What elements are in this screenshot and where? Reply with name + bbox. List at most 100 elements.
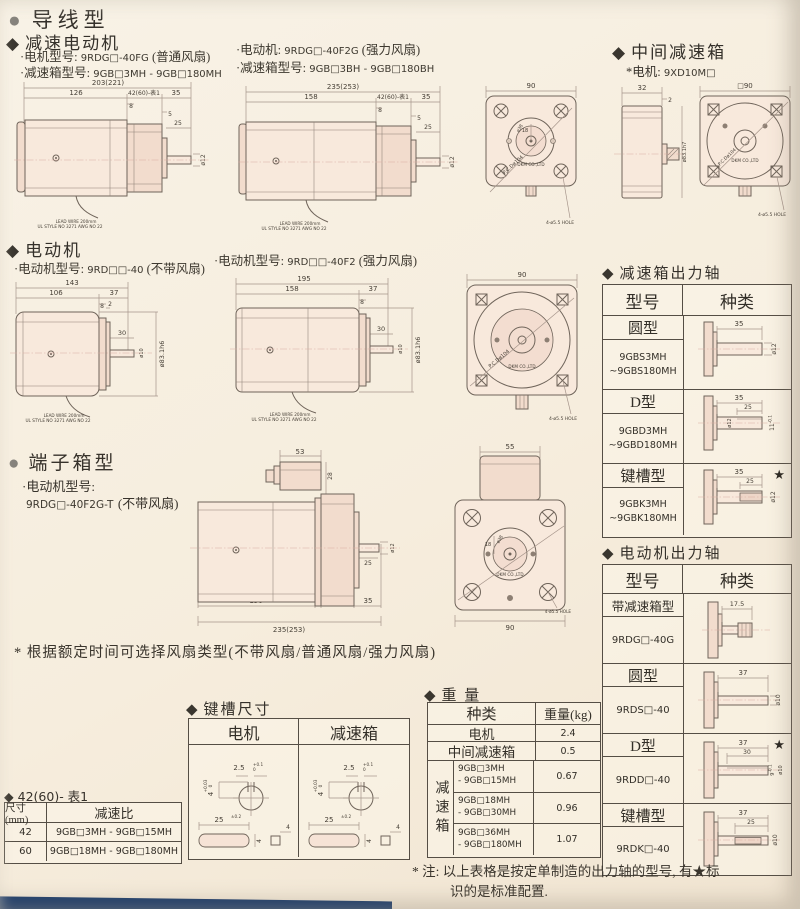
dim-key-width-tol-low: 0 [253,767,256,772]
model-from: 9GBK3MH [619,499,667,511]
gearmotor-model-line1: ·电机型号: 9RDG□-40FG (普通风扇) [20,46,210,65]
motor-face [466,284,578,410]
dim-key-width-tol-up: +0.1 [363,762,374,767]
intermediate-gearbox-title-text: 中间减速箱 [631,43,727,62]
weight-value: 0.67 [556,770,578,782]
diamond-bullet-icon: ◆ [602,266,616,282]
dim-5: 5 [417,115,421,122]
dim-key-width-tol-up: +0.1 [253,762,264,767]
terminal-model-line: 9RDG□-40F2G-T (不带风扇) [26,493,179,513]
col-header-kind: 种类 [720,571,754,591]
heading-gearmotor: ◆减速电动机 [6,29,120,54]
lead-wire-note-1: LEAD WIRE 200mm [44,413,85,418]
keyway-dims-table: 电机 减速箱 2.5 +0.1 0 4 +0.03 0 25 ±0.2 [188,718,410,860]
dim-shaft-dia: ø10 [775,694,782,705]
shaft-model-range: 9GBD3MH ~9GBD180MH [603,414,683,463]
table-header-row: 尺寸(mm) 减速比 [5,803,181,826]
gearbox-face [699,95,791,197]
terminal-box-side-drawing: 53 28 9 ø12 25 30 150 8 42(60)-表1 35 235… [190,448,400,634]
dim-shaft-dia: ø12 [770,491,777,502]
motor2-model-label: ·电动机: [236,43,282,57]
shaft-drawing-cell: 37 30 9-0.1 ø10 ★ [684,734,791,803]
range-from: 9GB□3MH [458,764,505,775]
ratio-range: 9GB□3MH - 9GB□15MH [55,826,173,838]
range-to: - 9GB□15MH [458,776,517,787]
diamond-bullet-icon: ◆ [6,34,22,53]
table-row: D型 9GBD3MH ~9GBD180MH 35 25 ø12 11-0.1 [603,389,791,463]
dim-flat-height: 11-0.1 [768,415,777,431]
motor-output-shaft-title: 电动机出力轴 [619,546,722,562]
circle-bullet-icon: ● [8,453,23,474]
lead-wire: LEAD WIRE 200mm UL STYLE NO 3271 AWG NO … [37,195,103,229]
bottom-note: * 注: 以上表格是按定单制造的出力轴的型号, 有★标 识的是标准配置. [412,862,794,901]
motor-keyway-drawing: 2.5 +0.1 0 4 +0.03 0 25 ±0.2 4 4 [198,762,291,848]
standard-star: ★ [773,467,785,482]
gearmotor-title-text: 减速电动机 [25,34,121,53]
shaft-drawing-cell: 35 25 ø12 ★ [684,464,791,535]
dim-terminal-box-width: 55 [506,443,515,451]
d-cut-shaft-drawing: 35 25 ø12 11-0.1 [698,394,780,451]
dim-8: 8 [100,303,104,310]
brand-label: DKM CO.,LTD [731,158,758,163]
dim-shaft-length: 35 [735,320,744,328]
table-row: 带减速箱型 9RDG□-40G 17.5 [603,593,791,663]
motor-body [230,307,408,393]
motor-body [238,121,458,201]
heading-motor-output-shaft: ◆电动机出力轴 [602,542,722,563]
dim-shaft-length: 25 [174,120,182,127]
inter-motor-model: 9XD10M□ [663,68,716,79]
group-label-gearbox: 减速箱 [428,761,454,855]
dim-key-square: 4 [396,824,400,831]
lead-wire-note-2: UL STYLE NO 3271 AWG NO 22 [37,224,102,229]
dim-shaft-zone: 37 [110,289,119,297]
diamond-bullet-icon: ◆ [602,546,616,562]
lead-wire-note-2: UL STYLE NO 3271 AWG NO 22 [261,226,326,230]
shaft-drawing-cell: 17.5 [684,594,791,663]
terminal-box-face [454,455,566,611]
gearmotor-model-line2: ·减速箱型号: 9GB□3MH - 9GB□180MH [20,62,222,81]
dim-shaft-length: 35 [735,468,744,476]
gearbox-range: 9GB□18MH - 9GB□30MH [454,792,534,824]
gearbox-keyway-cell: 2.5 +0.1 0 4 +0.03 0 25 ±0.2 4 4 [299,745,409,857]
gearbox-model-value: 9GB□3MH - 9GB□180MH [93,69,222,80]
gearmotor-fg-side-drawing: 203(221) 126 42(60)-表1 35 8 5 25 ø12 LEA… [14,79,210,229]
dim-key-length: 25 [746,478,754,485]
motor-left-model: 9RD□□-40 [87,265,144,276]
heading-keyway-dims: ◆键槽尺寸 [186,698,272,719]
leadwire-title-text: 导线型 [31,8,110,32]
dim-key-depth: 4 [317,791,325,796]
shaft-drawing-cell: 35 ø12 [684,316,791,389]
dim-shaft-length: 30 [377,325,385,333]
motor-model-label: ·电机型号: [20,50,78,64]
dim-key-depth: 4 [207,791,215,796]
shaft-model: 9RDD□-40 [615,774,671,786]
intermediate-gearbox-side-drawing: 32 2 ø83.1h7 [614,84,688,199]
dim-flat-height: 9-0.1 [768,764,777,776]
table-row: 中间减速箱 0.5 [428,742,600,761]
keyed-shaft-drawing: 35 25 ø12 [698,468,780,525]
gearbox-range: 9GB□36MH - 9GB□180MH [454,824,534,856]
dim-motor-length: 158 [304,93,317,101]
motor-fan-side-drawing: 195 158 37 8 30 ø10 ø83.1h6 LEAD WIRE 20… [230,275,422,422]
dim-total: 235(253) [273,626,305,634]
diamond-bullet-icon: ◆ [424,688,438,704]
size-value: 42 [5,823,47,841]
lead-wire-note-1: LEAD WIRE 200mm [56,219,97,224]
dim-total: 203(221) [92,79,124,87]
table-header-row: 种类 重量(kg) [428,703,600,725]
heading-intermediate-gearbox: ◆中间减速箱 [612,38,726,63]
col-header-size: 尺寸(mm) [5,803,47,826]
terminal-fan-label: (不带风扇) [117,496,179,511]
size-table-title: 42(60)- 表1 [17,789,89,804]
shaft-model: 9RDS□-40 [616,704,670,716]
motor-front-drawing: 90 P.C.Dø104 DKM CO.,LTD 4-ø5.5 HOLE [466,271,578,422]
dim-key-width: 2.5 [233,764,244,772]
shaft-drawing-cell: 37 25 ø10 [684,804,791,871]
dim-shaft-zone: 35 [422,93,431,101]
motor-body [190,461,400,607]
shaft-drawing-cell: 37 ø10 [684,664,791,733]
shaft-model: 9RDG□-40G [611,634,675,646]
shaft-model-range: 9GBK3MH ~9GBK180MH [603,488,683,535]
intermediate-gearbox-front-drawing: □90 P.C.Dø104 DKM CO.,LTD 4-ø5.5 HOLE [699,82,791,218]
bottom-note-line1: * 注: 以上表格是按定单制造的出力轴的型号, 有★标 [412,864,720,879]
